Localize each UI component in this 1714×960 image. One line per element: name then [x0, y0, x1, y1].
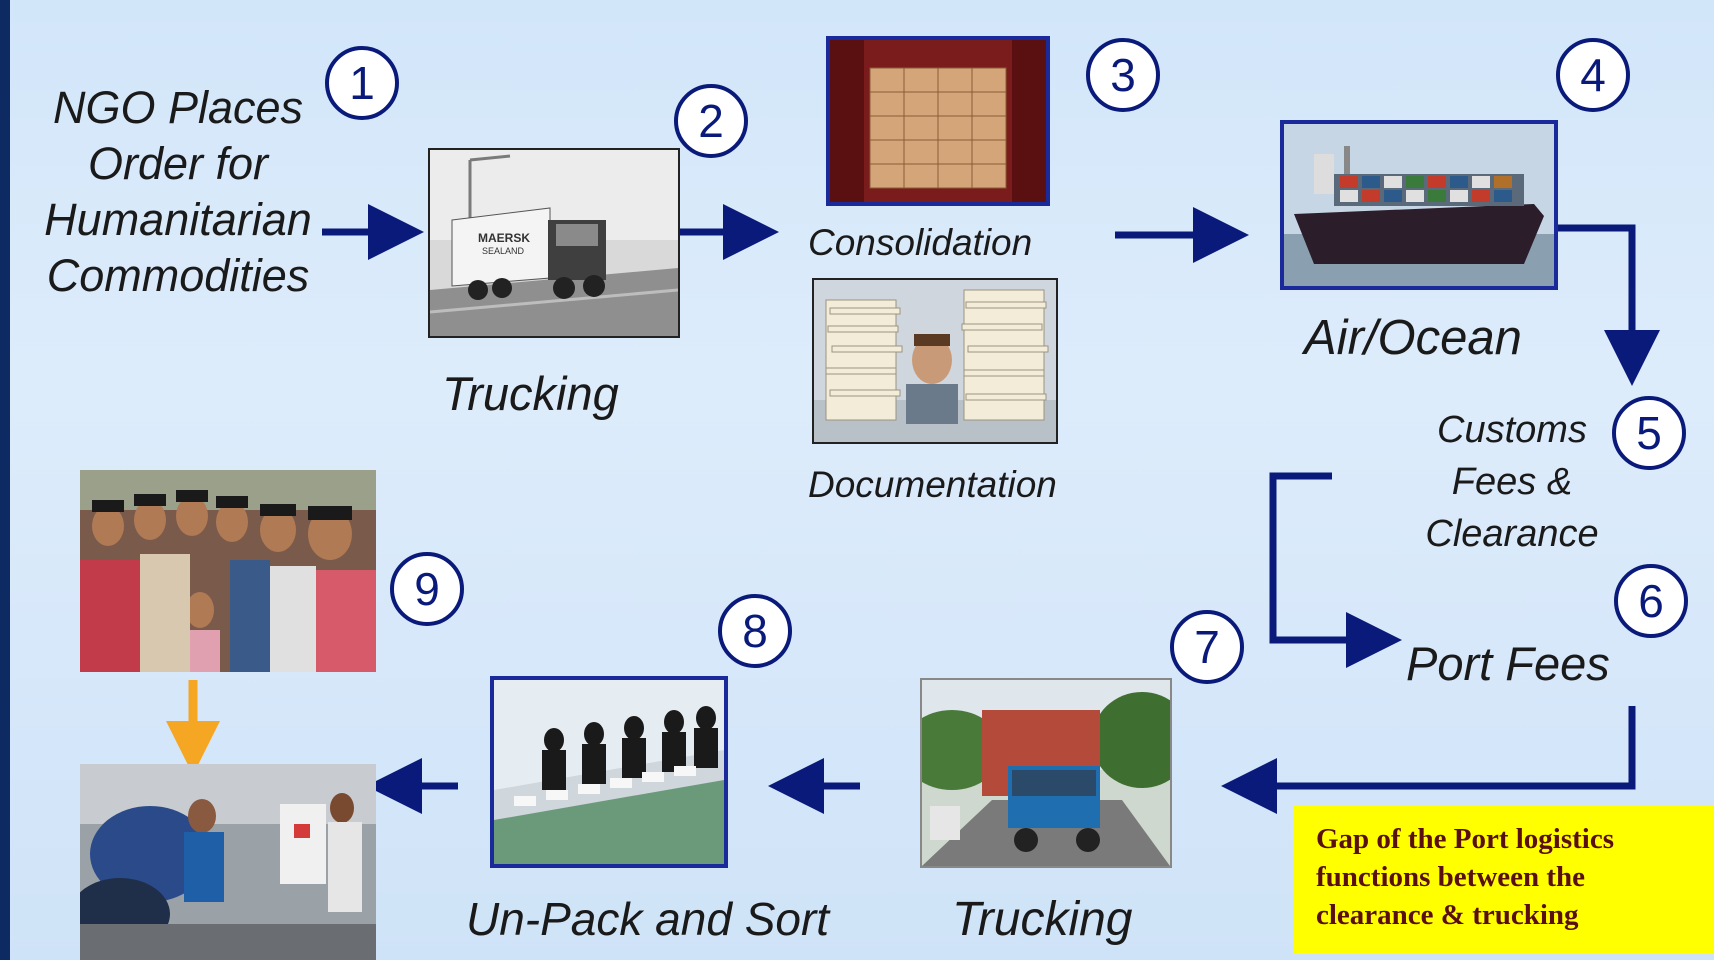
step-6-number: 6 — [1614, 564, 1688, 638]
truck-photo-2 — [920, 678, 1172, 868]
unpack-sort-photo — [490, 676, 728, 868]
step-1-label-line: Humanitarian — [44, 194, 312, 245]
flow-arrows — [166, 204, 1660, 814]
diagram-canvas: 1 NGO Places Order for Humanitarian Comm… — [10, 0, 1714, 960]
step-3-number: 3 — [1086, 38, 1160, 112]
note-line: Gap of the Port logistics — [1316, 823, 1615, 855]
truck-photo-1: MAERSK SEALAND — [428, 148, 680, 338]
step-5-label-line: Clearance — [1425, 513, 1599, 555]
step-1-number: 1 — [325, 46, 399, 120]
step-6-label: Port Fees — [1406, 637, 1610, 690]
note-line: clearance & trucking — [1316, 899, 1579, 931]
truck-logo-line: MAERSK — [478, 231, 530, 245]
step-2-number: 2 — [674, 84, 748, 158]
step-3-sublabel: Documentation — [808, 464, 1057, 505]
container-boxes-photo — [826, 36, 1050, 206]
step-8-label: Un-Pack and Sort — [466, 893, 830, 945]
step-1-label-line: Commodities — [46, 250, 310, 301]
arrow-4-to-5 — [1558, 224, 1660, 386]
truck-logo-line: SEALAND — [482, 246, 525, 256]
step-4-number: 4 — [1556, 38, 1630, 112]
step-8-number: 8 — [718, 594, 792, 668]
step-7-number: 7 — [1170, 610, 1244, 684]
step-1-label-line: NGO Places — [52, 82, 304, 133]
step-5-label-line: Fees & — [1451, 461, 1573, 503]
step-5-number: 5 — [1612, 396, 1686, 470]
step-5-label-line: Customs — [1437, 409, 1587, 451]
arrow-6-to-7 — [1221, 706, 1636, 814]
step-9-number: 9 — [390, 552, 464, 626]
step-7-label: Trucking — [952, 893, 1133, 946]
step-1-label-line: Order for — [87, 138, 269, 189]
documents-photo — [812, 278, 1058, 444]
aid-distribution-photo — [80, 764, 376, 960]
step-2-label: Trucking — [442, 367, 619, 420]
crowd-photo — [80, 470, 376, 672]
gap-annotation-note: Gap of the Port logistics functions betw… — [1294, 806, 1714, 954]
arrow-5-to-6 — [1269, 472, 1402, 668]
step-1-label: NGO Places Order for Humanitarian Commod… — [28, 80, 328, 304]
cargo-ship-photo — [1280, 120, 1558, 290]
note-line: functions between the — [1316, 861, 1586, 893]
step-4-label: Air/Ocean — [1304, 311, 1522, 365]
step-5-label: Customs Fees & Clearance — [1394, 404, 1630, 560]
step-3-label: Consolidation — [808, 222, 1033, 263]
